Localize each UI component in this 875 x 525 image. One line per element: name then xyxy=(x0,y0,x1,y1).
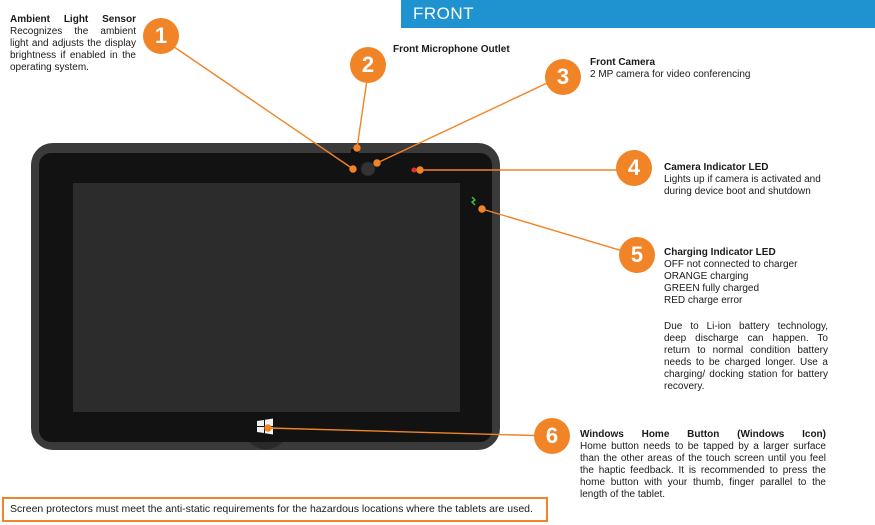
tablet-illustration xyxy=(31,143,500,450)
leader-dot-1 xyxy=(349,165,357,173)
front-camera-lens xyxy=(360,161,376,177)
callout-text-1: Recognizes the ambient light and adjusts… xyxy=(10,26,136,73)
home-button-bump xyxy=(249,442,283,450)
callout-text-6: Home button needs to be tapped by a larg… xyxy=(580,441,826,500)
callout-label-4: Camera Indicator LED Lights up if camera… xyxy=(664,162,864,198)
callout-line: OFF not connected to charger xyxy=(664,259,798,270)
callout-text-3: 2 MP camera for video conferencing xyxy=(590,69,751,80)
callout-title-3: Front Camera xyxy=(590,57,656,68)
callout-label-1: Ambient Light Sensor Recognizes the ambi… xyxy=(10,14,136,74)
leader-line-1 xyxy=(160,37,354,170)
leader-dot-5 xyxy=(478,205,486,213)
charging-led-icon xyxy=(470,196,477,206)
leader-line-3 xyxy=(376,76,561,164)
callout-label-3: Front Camera 2 MP camera for video confe… xyxy=(590,57,790,81)
camera-indicator-led xyxy=(411,167,417,173)
callout-title-2: Front Microphone Outlet xyxy=(393,44,510,55)
leader-line-5 xyxy=(481,208,637,256)
callout-line: ORANGE charging xyxy=(664,271,749,282)
footer-note-text: Screen protectors must meet the anti-sta… xyxy=(10,503,533,515)
callout-badge-2: 2 xyxy=(350,47,386,83)
microphone-notch xyxy=(351,149,359,154)
leader-line-2 xyxy=(356,79,368,149)
callout-line: Lights up if camera is activated and xyxy=(664,174,821,185)
leader-line-6 xyxy=(267,427,553,437)
callout-badge-6: 6 xyxy=(534,418,570,454)
callout-label-2: Front Microphone Outlet xyxy=(393,44,553,56)
footer-note-box: Screen protectors must meet the anti-sta… xyxy=(2,497,548,522)
battery-note: Due to Li-ion battery technology, deep d… xyxy=(664,321,828,392)
callout-line: during device boot and shutdown xyxy=(664,186,811,197)
leader-dot-4 xyxy=(416,166,424,174)
callout-label-5: Charging Indicator LED OFF not connected… xyxy=(664,247,834,307)
callout-line: GREEN fully charged xyxy=(664,283,760,294)
callout-badge-1: 1 xyxy=(143,18,179,54)
callout-badge-4: 4 xyxy=(616,150,652,186)
tablet-screen xyxy=(73,183,460,412)
callout-badge-5: 5 xyxy=(619,237,655,273)
callout-line: RED charge error xyxy=(664,295,743,306)
callout-title-1: Ambient Light Sensor xyxy=(10,14,136,25)
leader-dot-2 xyxy=(353,144,361,152)
callout-title-5: Charging Indicator LED xyxy=(664,247,776,258)
leader-dot-3 xyxy=(373,159,381,167)
section-header: FRONT xyxy=(401,0,875,28)
leader-dot-6 xyxy=(264,424,272,432)
callout-title-6: Windows Home Button (Windows Icon) xyxy=(580,429,826,440)
callout-title-4: Camera Indicator LED xyxy=(664,162,769,173)
callout-label-6: Windows Home Button (Windows Icon) Home … xyxy=(580,429,826,501)
callout-badge-3: 3 xyxy=(545,59,581,95)
